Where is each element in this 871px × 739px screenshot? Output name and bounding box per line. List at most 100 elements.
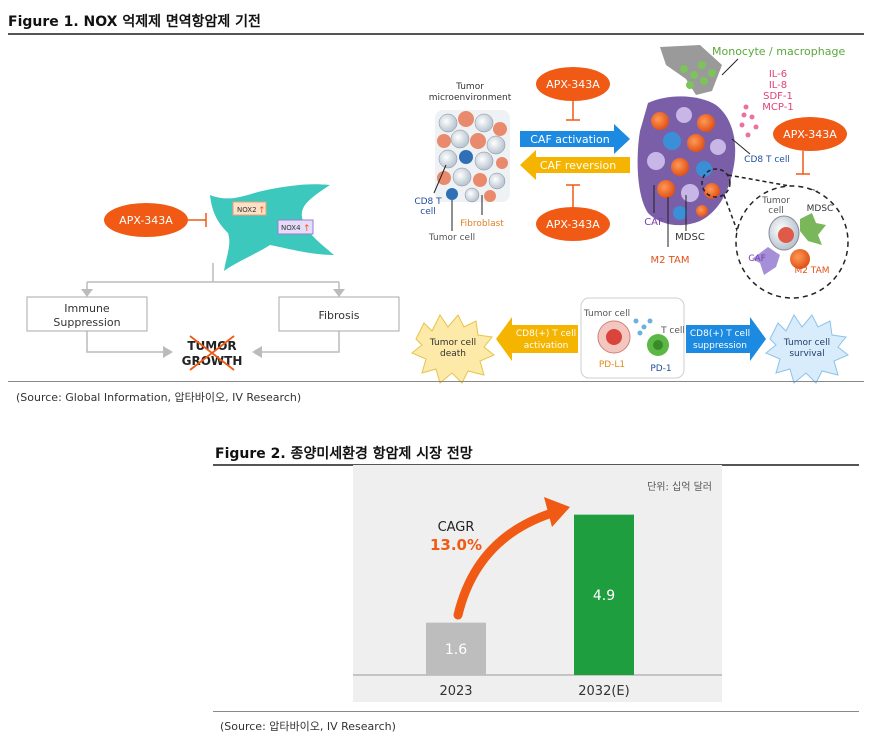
figure1-bottom-rule: [8, 381, 864, 382]
zoom-m2tam-label: M2 TAM: [794, 266, 829, 276]
bar-value-label: 1.6: [445, 642, 467, 658]
figure2-bottom-rule: [213, 711, 859, 712]
t-cell-suppression-label-line1: CD8(+) T cell: [690, 329, 750, 339]
caf-activation-arrow: [520, 124, 630, 154]
fibrosis-box: [278, 296, 400, 332]
pdl1-label: PD-L1: [599, 360, 625, 370]
chart-background: [353, 465, 722, 702]
caf-activation-label: CAF activation: [530, 133, 610, 146]
tme-title-line1: Tumor: [455, 82, 484, 92]
chart-unit-label: 단위: 십억 달러: [647, 480, 712, 493]
tumor-mass-m2tam-label: M2 TAM: [651, 255, 690, 266]
cytokine-mcp1: MCP-1: [762, 102, 793, 113]
zoom-mdsc-label: MDSC: [807, 204, 834, 214]
bar-group: 1.6 2023 4.9 2032(E): [426, 514, 634, 699]
pd1-box-tcell-label: T cell: [660, 326, 685, 336]
tumor-mass-cd8-label: CD8 T cell: [744, 155, 790, 165]
apx343a-label-caf-top: APX-343A: [546, 78, 600, 91]
tumor-death-label-line2: death: [440, 349, 466, 359]
t-cell-suppression-label-line2: suppression: [693, 341, 747, 351]
pd1-box-tumor-nucleus: [606, 329, 622, 345]
immune-label-line1: Immune: [64, 302, 110, 315]
zoom-panel: Tumor cell MDSC CAF M2 TAM: [735, 185, 849, 299]
t-cell-activation-arrow: [496, 317, 578, 361]
pd1-interaction-box: [580, 297, 685, 379]
monocyte-pointer: [721, 58, 739, 76]
pd1-ligand-marks: [633, 318, 653, 336]
caf-reversion-label: CAF reversion: [540, 159, 616, 172]
zoom-line-a: [727, 174, 819, 192]
nox4-label: NOX4: [281, 224, 301, 232]
tumor-death-label-line1: Tumor cell: [429, 338, 476, 348]
t-cell-activation-label-line1: CD8(+) T cell: [516, 329, 576, 339]
x-tick-label: 2023: [439, 684, 472, 699]
arrowhead-to-growth-right: [252, 346, 262, 358]
apx343a-badge-right: [773, 117, 847, 151]
tme-cd8-label-line1: CD8 T: [414, 197, 442, 207]
bottom-row: Tumor cell death CD8(+) T cell activatio…: [411, 297, 849, 384]
tumor-mass-panel: Monocyte / macrophage IL-6 IL-8 SDF-1: [637, 45, 847, 272]
t-cell-activation-label-line2: activation: [524, 341, 569, 351]
arrowhead-immune: [81, 289, 93, 297]
tme-title-line2: microenvironment: [429, 93, 512, 103]
left-panel: APX-343A NOX2 ↑ NOX4 ↑ Immune Suppressio…: [26, 184, 400, 371]
apx343a-badge-caf-top: [536, 67, 610, 101]
nox4-up-arrow-icon: ↑: [303, 224, 311, 234]
tumor-mass-mdsc-label: MDSC: [675, 232, 705, 243]
apx343a-label-right: APX-343A: [783, 128, 837, 141]
cagr-value: 13.0%: [430, 536, 482, 554]
apx343a-label-caf-bottom: APX-343A: [546, 218, 600, 231]
arrowhead-to-growth-left: [163, 346, 173, 358]
tumor-mass-cd8-pointer: [731, 138, 751, 155]
tumor-mass-caf-label: CAF: [644, 217, 664, 228]
nox2-label: NOX2: [237, 206, 257, 214]
nox2-up-arrow-icon: ↑: [258, 206, 266, 216]
nox2-box: [232, 201, 267, 216]
tumor-survival-label-line1: Tumor cell: [783, 338, 830, 348]
tumor-cell-survival-burst: [765, 314, 849, 384]
apx343a-label-left: APX-343A: [119, 214, 173, 227]
figure2-chart: 단위: 십억 달러 1.6 2023 4.9 2032(E) CAGR 13.0%: [353, 465, 722, 702]
figure2-source: (Source: 압타바이오, IV Research): [220, 720, 396, 733]
pd1-label: PD-1: [650, 364, 671, 374]
fibrosis-label: Fibrosis: [318, 309, 359, 322]
bar-value-label: 4.9: [593, 588, 615, 604]
monocyte-dots: [680, 61, 716, 89]
monocyte-label: Monocyte / macrophage: [712, 45, 845, 58]
tme-panel: Tumor microenvironment CD8 T cell: [414, 82, 511, 243]
fibroblast-cell-shape: [210, 184, 334, 271]
apx343a-badge-left: [104, 203, 188, 237]
cytokine-dots: [739, 104, 759, 138]
cagr-label: CAGR: [438, 520, 475, 535]
figure1-diagram: APX-343A NOX2 ↑ NOX4 ↑ Immune Suppressio…: [26, 45, 849, 384]
tme-fibroblast-label: Fibroblast: [460, 219, 504, 229]
zoom-m2tam-shape: [790, 249, 810, 269]
caf-reversion-arrow: [520, 150, 630, 180]
t-cell-suppression-arrow: [686, 317, 766, 361]
zoom-tumor-label-line2: cell: [768, 206, 784, 216]
tumor-survival-label-line2: survival: [789, 349, 824, 359]
zoom-caf-label: CAF: [748, 254, 766, 264]
x-tick-label: 2032(E): [578, 684, 629, 699]
cagr-arrowhead: [544, 497, 570, 527]
immune-suppression-box: [26, 296, 148, 332]
cross-icon-b: [189, 335, 235, 371]
pd1-box-t-nucleus: [653, 340, 663, 350]
tumor-cell-death-burst: [411, 314, 495, 384]
zoom-tumor-nucleus: [778, 227, 794, 243]
apx343a-badge-caf-bottom: [536, 207, 610, 241]
bar-2032e: [574, 514, 634, 675]
figure2-title: Figure 2. 종양미세환경 항암제 시장 전망: [215, 446, 473, 462]
zoom-caf-shape: [752, 247, 780, 275]
zoom-mdsc-shape: [800, 213, 826, 245]
figure1-source: (Source: Global Information, 압타바이오, IV R…: [16, 391, 302, 404]
cytokine-il6: IL-6: [769, 69, 787, 80]
zoom-tumor-label-line1: Tumor: [761, 196, 790, 206]
nox4-box: [277, 219, 314, 235]
cytokine-sdf1: SDF-1: [763, 91, 793, 102]
figure1-top-rule: [8, 33, 864, 35]
cagr-growth-arrow: [453, 508, 557, 620]
cytokine-il8: IL-8: [769, 80, 787, 91]
growth-label: GROWTH: [182, 354, 243, 368]
caf-panel: APX-343A CAF activation CAF reversion AP…: [520, 67, 630, 241]
